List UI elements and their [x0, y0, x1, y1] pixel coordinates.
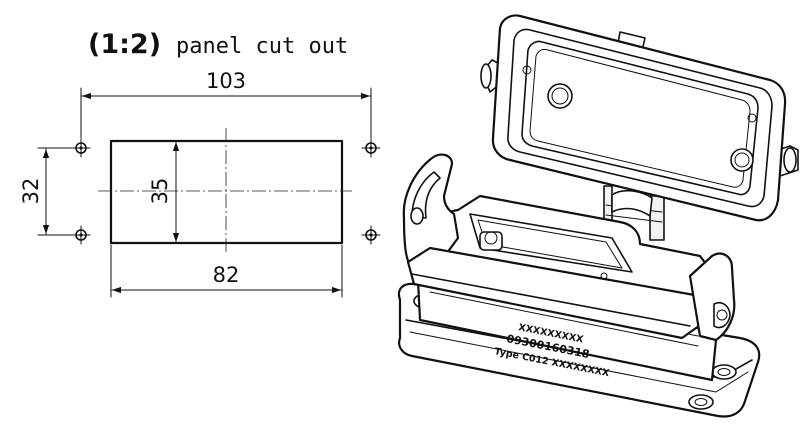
dimension-103: 103 — [80, 69, 372, 139]
scale-label: (1:2) — [88, 29, 161, 60]
mounting-hole-top-right — [361, 138, 381, 158]
housing-base: XXXXXXXXX 09300160318 Type C012 XXXXXXXX — [397, 270, 761, 418]
housing-lid — [480, 14, 799, 241]
dimension-103-label: 103 — [206, 69, 246, 93]
dimension-35: 35 — [148, 141, 180, 243]
title-group: (1:2) panel cut out — [88, 29, 348, 60]
dimension-82: 82 — [110, 244, 343, 298]
locking-lever — [402, 153, 736, 342]
mounting-hole-top-left — [71, 138, 91, 158]
mounting-hole-bottom-left — [71, 225, 91, 245]
dimension-32-label: 32 — [19, 178, 43, 205]
dimension-32: 32 — [19, 147, 75, 236]
panel-cutout-drawing: 103 82 32 35 — [19, 69, 381, 298]
caption-label: panel cut out — [176, 34, 348, 59]
cutout-rectangle — [109, 139, 344, 245]
mounting-hole-bottom-right — [361, 225, 381, 245]
dimension-35-label: 35 — [148, 178, 172, 205]
dimension-82-label: 82 — [213, 263, 240, 287]
housing-isometric-view: XXXXXXXXX 09300160318 Type C012 XXXXXXXX — [397, 14, 799, 418]
